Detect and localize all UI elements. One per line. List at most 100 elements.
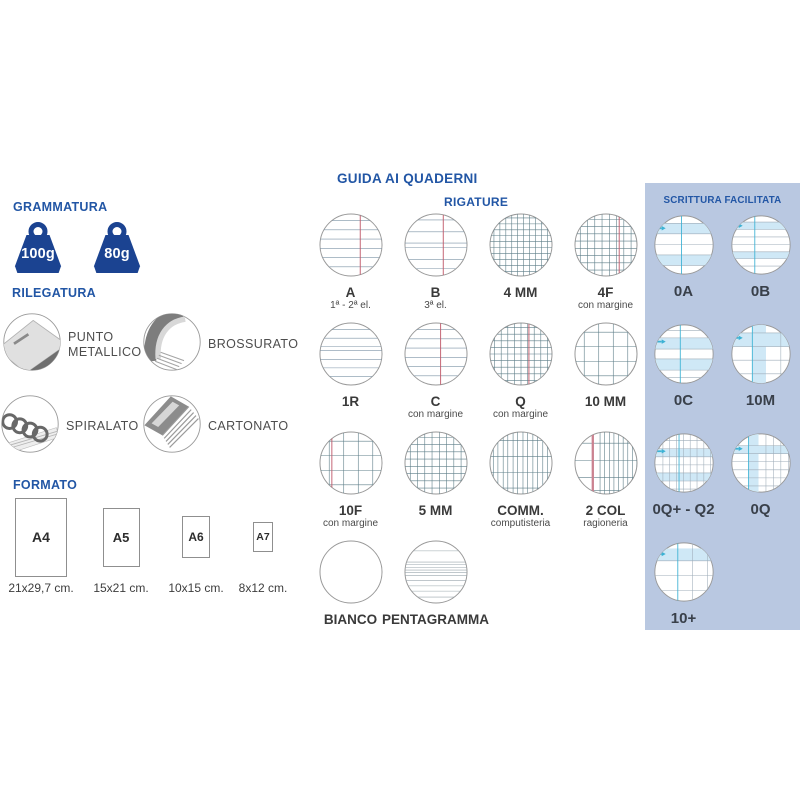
ruling-label: COMM. [497,503,544,518]
ruling-item-1r: 1R [308,321,393,430]
ruling-label: 4 MM [503,285,538,300]
facilitata-ruling-icon-10+ [653,541,715,608]
weight-label: 100g [21,246,55,262]
ruling-label: 10 MM [584,394,627,409]
binding-label: PUNTO METALLICO [68,330,142,359]
facilitata-item-0q+-q2: 0Q+ - Q2 [645,432,722,541]
ruling-item-4-mm: 4 MM [478,212,563,321]
ruling-sublabel: ragioneria [583,518,628,529]
rigature-heading: RIGATURE [444,195,509,209]
formato-heading: FORMATO [13,478,78,492]
facilitata-label: 10M [745,392,776,409]
ruling-icon-a [318,212,384,283]
ruling-item-5-mm: 5 MM [393,430,478,539]
facilitata-item-0b: 0B [722,214,799,323]
facilitata-label: 10+ [670,610,697,627]
ruling-icon-b [403,212,469,283]
facilitata-label: 0C [673,392,694,409]
staple-binding-icon [2,312,62,377]
facilitata-label: 0Q+ - Q2 [652,501,715,518]
grammatura-heading: GRAMMATURA [13,200,108,214]
page-title: GUIDA AI QUADERNI [337,171,478,186]
ruling-icon-10f [318,430,384,501]
format-box-a4: A4 [15,497,67,577]
facilitata-label: 0B [750,283,771,300]
ruling-label: 10F [338,503,363,518]
facilitata-ruling-icon-0q [730,432,792,499]
binding-item-spiralato: SPIRALATO [0,394,154,459]
ruling-label: BIANCO [323,612,378,627]
binding-label: CARTONATO [208,419,289,434]
weight-icon: 80g [93,222,141,273]
facilitata-item-0q: 0Q [722,432,799,541]
facilitata-item-0a: 0A [645,214,722,323]
ruling-label: 5 MM [418,503,453,518]
ruling-label: Q [515,394,526,409]
binding-item-brossurato: BROSSURATO [142,312,299,377]
ruling-label: C [430,394,441,409]
format-box-a7: A7 [253,522,273,552]
facilitata-label: 0Q [750,501,771,518]
binding-item-punto-metallico: PUNTO METALLICO [2,312,156,377]
ruling-icon-q [488,321,554,392]
facilitata-ruling-icon-0c [653,323,715,390]
ruling-icon-4f [573,212,639,283]
facilitata-item-10m: 10M [722,323,799,432]
ruling-sublabel: con margine [407,409,464,420]
ruling-sublabel: 3ª el. [424,300,447,311]
facilitata-label: 0A [673,283,694,300]
format-size-caption: 21x29,7 cm. [8,581,74,595]
binding-label: SPIRALATO [66,419,139,434]
ruling-label: 1R [341,394,360,409]
ruling-sublabel: computisteria [490,518,551,529]
ruling-item-10-mm: 10 MM [563,321,648,430]
facilitata-grid: 0A 0B 0C 10M 0Q+ - Q2 0Q 10+ [645,214,800,630]
facilitata-ruling-icon-0a [653,214,715,281]
binding-item-cartonato: CARTONATO [142,394,296,459]
ruling-item-bianco: BIANCO [308,539,393,648]
facilitata-ruling-icon-10m [730,323,792,390]
weight-body: 80g [93,235,141,273]
paper-weight-group: 100g 80g [14,222,141,273]
facilitata-item-0c: 0C [645,323,722,432]
format-size-caption: 10x15 cm. [168,581,224,595]
ruling-label: B [430,285,441,300]
ruling-item-comm: COMM.computisteria [478,430,563,539]
format-box-a5: A5 [102,507,140,567]
weight-icon: 100g [14,222,62,273]
rilegatura-heading: RILEGATURA [12,286,97,300]
ruling-icon-bianco [318,539,384,610]
ruling-sublabel: con margine [322,518,379,529]
format-size-caption: 8x12 cm. [238,581,288,595]
facilitata-ruling-icon-0q+-q2 [653,432,715,499]
ruling-label: 2 COL [585,503,626,518]
facilitata-item-10+: 10+ [645,541,722,630]
binding-label: BROSSURATO [208,337,299,352]
ruling-icon-5-mm [403,430,469,501]
hardcover-binding-icon [142,394,202,459]
ruling-icon-2-col [573,430,639,501]
ruling-sublabel: con margine [492,409,549,420]
ruling-icon-c [403,321,469,392]
weight-label: 80g [104,246,130,262]
ruling-icon-comm [488,430,554,501]
ruling-icon-4-mm [488,212,554,283]
facilitata-ruling-icon-0b [730,214,792,281]
ruling-sublabel: 1ª - 2ª el. [330,300,371,311]
ruling-label: PENTAGRAMMA [382,612,489,627]
weight-body: 100g [14,235,62,273]
ruling-label: A [345,285,356,300]
format-box-a6: A6 [182,516,210,558]
spiral-binding-icon [0,394,60,459]
ruling-label: 4F [597,285,614,300]
